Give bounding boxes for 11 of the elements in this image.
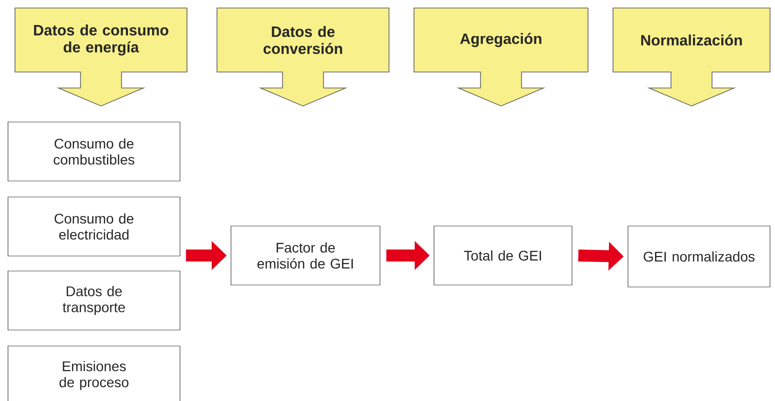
- process-box: GEI normalizados: [628, 226, 770, 288]
- header-callout: Datos de conversión: [216, 8, 390, 106]
- header-callout: Agregación: [414, 8, 588, 106]
- header-callout: Normalización: [612, 8, 770, 106]
- process-box: Datos de transporte: [8, 270, 180, 330]
- process-box: Consumo de combustibles: [8, 122, 180, 182]
- header-callout: Datos de consumo de energía: [14, 8, 188, 106]
- process-box: Emisiones de proceso: [8, 346, 180, 401]
- process-box: Total de GEI: [434, 226, 572, 286]
- process-box: Consumo de electricidad: [8, 196, 180, 256]
- process-box: Factor de emisión de GEI: [230, 226, 380, 286]
